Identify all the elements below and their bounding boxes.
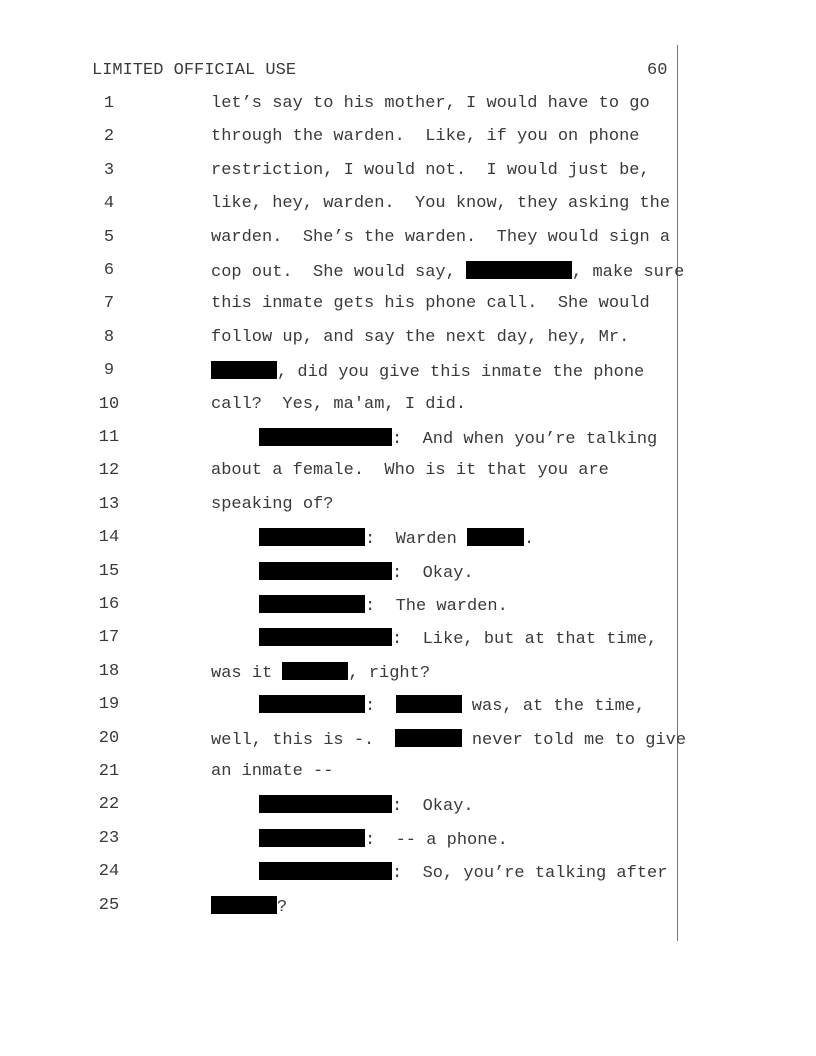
redaction-box <box>467 528 525 547</box>
text-segment: an inmate -- <box>211 762 334 781</box>
text-segment: like, hey, warden. You know, they asking… <box>211 194 671 214</box>
line-number: 5 <box>103 227 115 247</box>
line-text: let’s say to his mother, I would have to… <box>211 94 650 113</box>
line-text: , did you give this inmate the phone <box>211 361 644 382</box>
line-text: like, hey, warden. You know, they asking… <box>211 194 670 213</box>
line-number: 3 <box>103 160 115 180</box>
line-text: cop out. She would say, , make sure <box>211 261 684 282</box>
line-number: 21 <box>98 762 120 781</box>
text-segment: : And when you’re talking <box>392 430 658 449</box>
line-number: 6 <box>103 261 115 280</box>
text-segment: never told me to give <box>461 730 687 750</box>
redaction-box <box>466 261 573 279</box>
right-margin-rule <box>677 45 678 941</box>
redaction-box <box>211 361 277 380</box>
text-segment: : The warden. <box>365 597 508 616</box>
text-segment: . <box>524 530 535 550</box>
line-text: well, this is -. never told me to give <box>211 728 687 750</box>
text-segment: was it <box>211 663 283 683</box>
line-text: restriction, I would not. I would just b… <box>211 161 650 180</box>
redaction-box <box>395 695 462 714</box>
text-segment: , right? <box>348 663 431 683</box>
line-text: : Okay. <box>259 795 474 816</box>
text-segment: cop out. She would say, <box>211 263 467 282</box>
line-number: 15 <box>98 561 120 581</box>
line-text: : Warden . <box>259 528 534 549</box>
line-number: 22 <box>98 795 120 815</box>
text-segment: was, at the time, <box>461 697 646 717</box>
text-segment: warden. She’s the warden. They would sig… <box>211 227 671 247</box>
text-segment: : Like, but at that time, <box>392 630 658 650</box>
redaction-box <box>259 528 365 547</box>
redaction-box <box>259 862 392 881</box>
text-segment: about a female. Who is it that you are <box>211 461 609 481</box>
text-segment: well, this is -. <box>211 730 395 750</box>
line-text: warden. She’s the warden. They would sig… <box>211 228 670 247</box>
line-text: was it , right? <box>211 661 431 683</box>
line-number: 9 <box>103 361 115 381</box>
redaction-box <box>259 561 392 580</box>
text-segment: : Okay. <box>392 797 474 817</box>
line-number: 12 <box>98 461 120 481</box>
line-number: 25 <box>98 895 120 915</box>
line-number: 17 <box>98 628 120 648</box>
line-number: 2 <box>103 127 115 147</box>
line-number: 14 <box>98 528 120 548</box>
redaction-box <box>394 728 462 747</box>
redaction-box <box>259 695 365 714</box>
line-number: 24 <box>98 862 120 882</box>
line-text: an inmate -- <box>211 762 333 781</box>
line-number: 1 <box>103 94 115 113</box>
text-segment: ? <box>277 897 288 917</box>
line-number: 18 <box>98 661 120 681</box>
text-segment: , did you give this inmate the phone <box>277 363 645 383</box>
line-text: : was, at the time, <box>259 695 645 716</box>
line-text: : So, you’re talking after <box>259 862 667 883</box>
line-number: 4 <box>103 194 115 214</box>
line-number: 8 <box>103 327 115 347</box>
line-text: : The warden. <box>259 595 508 616</box>
redaction-box <box>259 828 365 847</box>
line-text: follow up, and say the next day, hey, Mr… <box>211 328 629 347</box>
redaction-box <box>211 895 277 914</box>
line-number: 20 <box>98 728 120 748</box>
text-segment: let’s say to his mother, I would have to… <box>211 94 650 113</box>
line-text: : -- a phone. <box>259 828 508 850</box>
redaction-box <box>259 595 365 613</box>
text-segment: this inmate gets his phone call. She wou… <box>211 294 650 314</box>
text-segment: follow up, and say the next day, hey, Mr… <box>211 327 630 347</box>
text-segment: call? Yes, ma'am, I did. <box>211 394 467 414</box>
text-segment: , make sure <box>572 263 685 282</box>
text-segment: : -- a phone. <box>365 830 508 850</box>
redaction-box <box>282 661 349 680</box>
line-text: through the warden. Like, if you on phon… <box>211 127 639 146</box>
page-number: 60 <box>647 61 668 80</box>
text-segment: through the warden. Like, if you on phon… <box>211 127 640 147</box>
line-text: : Like, but at that time, <box>259 628 657 649</box>
line-number: 13 <box>98 494 120 514</box>
redaction-box <box>259 628 392 647</box>
text-segment: : So, you’re talking after <box>392 864 668 884</box>
classification-header: LIMITED OFFICIAL USE <box>92 61 297 80</box>
redaction-box <box>259 428 392 446</box>
text-segment: restriction, I would not. I would just b… <box>211 160 650 180</box>
line-number: 10 <box>98 394 120 414</box>
text-segment: : Warden <box>365 530 468 550</box>
line-text: call? Yes, ma'am, I did. <box>211 395 466 414</box>
line-number: 16 <box>98 595 120 614</box>
text-segment: speaking of? <box>211 494 334 514</box>
line-text: : And when you’re talking <box>259 428 657 449</box>
line-text: : Okay. <box>259 561 474 583</box>
line-text: this inmate gets his phone call. She wou… <box>211 294 650 313</box>
line-number: 7 <box>103 294 115 314</box>
line-text: about a female. Who is it that you are <box>211 461 609 480</box>
line-text: ? <box>211 895 288 917</box>
line-number: 11 <box>98 428 120 447</box>
line-number: 19 <box>98 695 120 715</box>
text-segment: : <box>365 697 396 717</box>
line-text: speaking of? <box>211 495 333 514</box>
redaction-box <box>259 795 392 814</box>
line-number: 23 <box>98 828 120 848</box>
text-segment: : Okay. <box>392 563 474 583</box>
